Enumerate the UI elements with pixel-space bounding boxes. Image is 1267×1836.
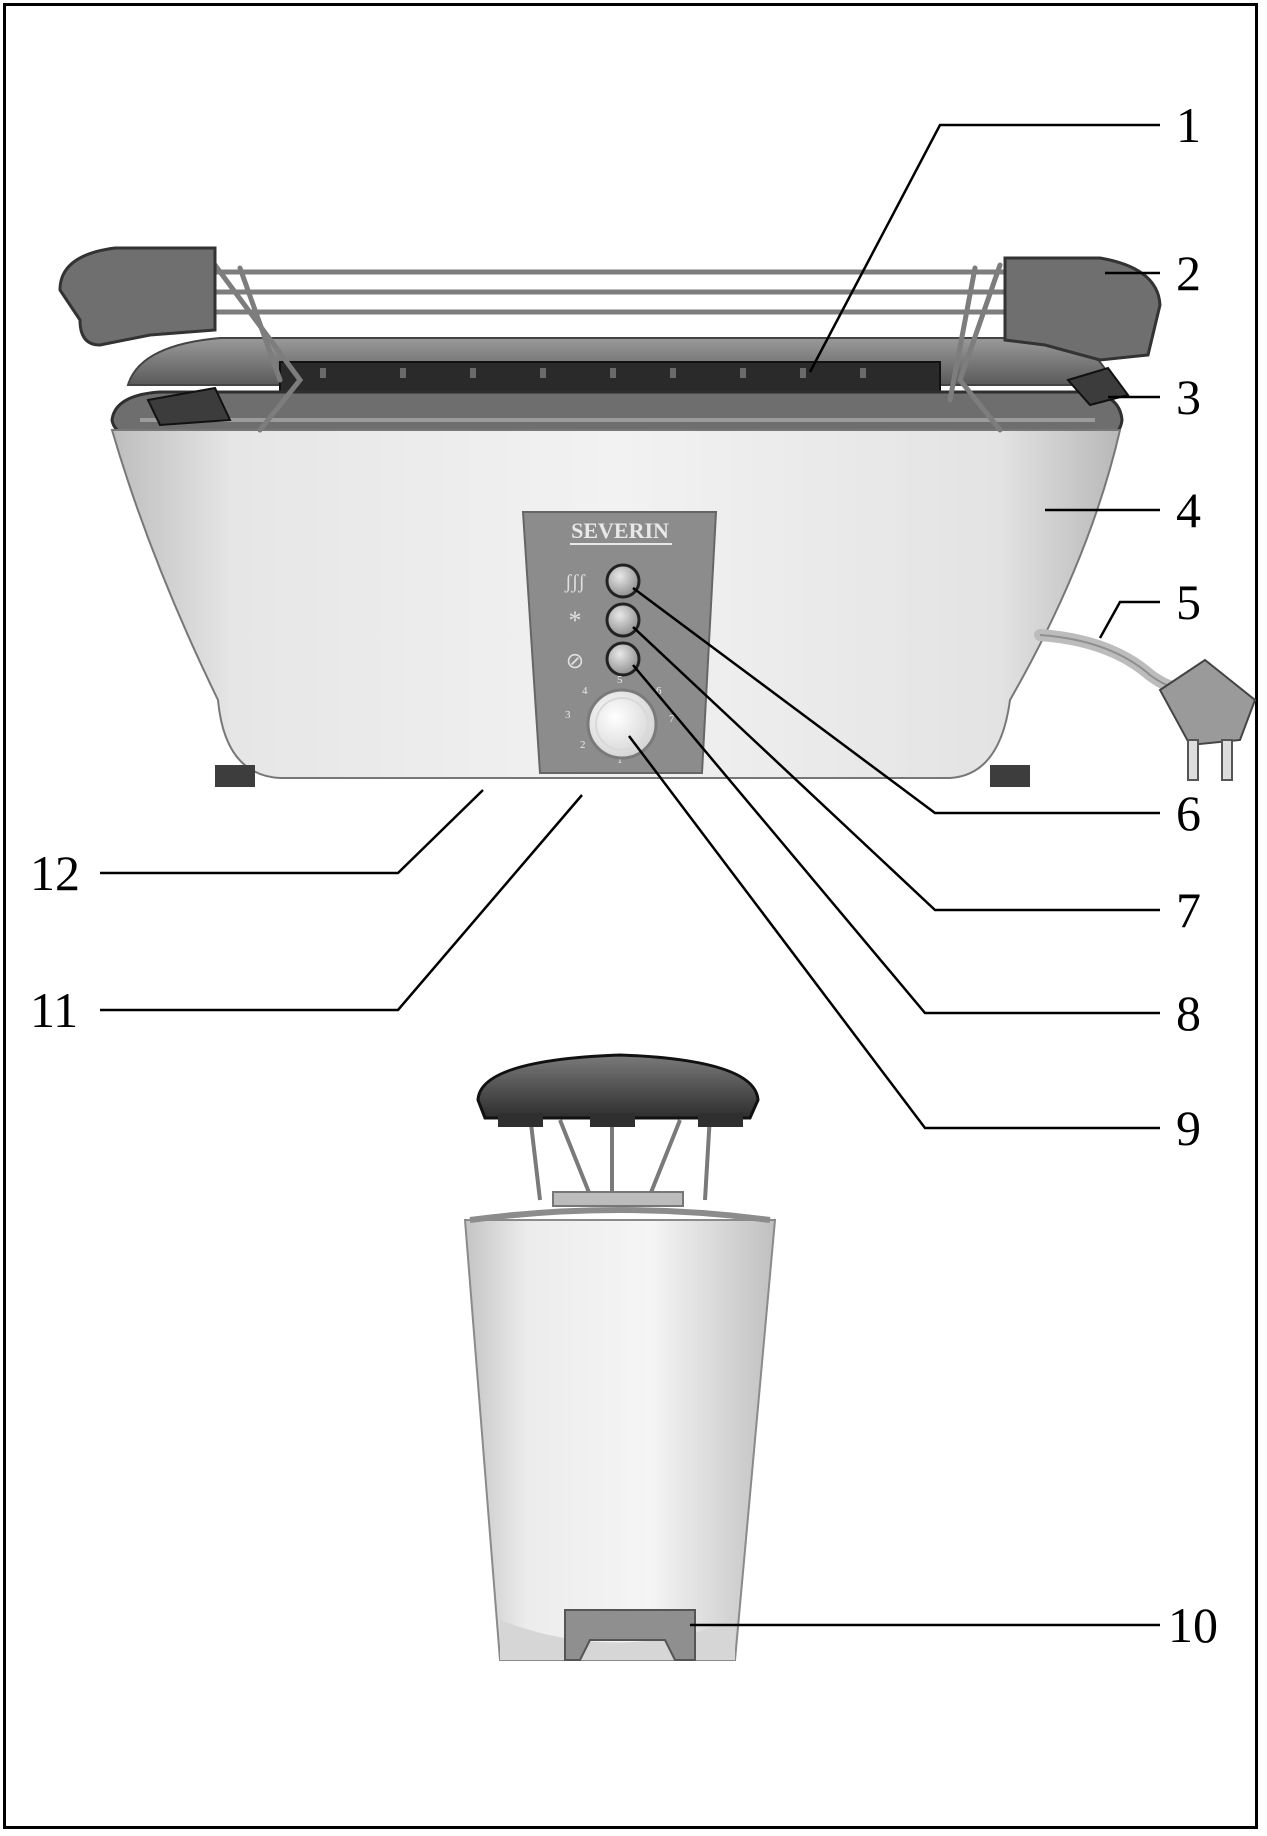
callout-10: 10 — [1168, 1597, 1218, 1653]
callout-2: 2 — [1176, 245, 1201, 301]
leader-line-5 — [1098, 600, 1160, 639]
leader-line-6 — [632, 586, 1160, 815]
leader-line-11 — [100, 794, 583, 1012]
crumb-tray-handle — [564, 1609, 696, 1661]
leader-line-1 — [808, 123, 1160, 373]
callout-4: 4 — [1176, 482, 1201, 538]
callout-8: 8 — [1176, 985, 1201, 1041]
leader-line-7 — [632, 626, 1160, 912]
callout-11: 11 — [30, 982, 79, 1038]
dial-number-6: 6 — [656, 685, 662, 697]
stop-symbol: ⊘ — [566, 648, 584, 673]
callout-5: 5 — [1176, 574, 1201, 630]
reheat-button — [605, 563, 641, 599]
leader-line-12 — [100, 789, 484, 875]
dial-number-2: 2 — [580, 739, 586, 751]
side-rack-handle — [476, 1053, 760, 1120]
defrost-button — [605, 602, 641, 638]
leader-line-8 — [632, 664, 1160, 1015]
dial-number-4: 4 — [582, 685, 588, 697]
browning-dial — [586, 688, 658, 760]
leader-line-9 — [628, 735, 1160, 1130]
callout-6: 6 — [1176, 785, 1201, 841]
side-housing — [463, 1219, 777, 1661]
reheat-symbol: ʃʃʃ — [564, 571, 585, 593]
callout-9: 9 — [1176, 1100, 1201, 1156]
mains-plug — [1158, 658, 1257, 781]
rack-handle-left — [58, 246, 217, 347]
dial-number-1: 1 — [617, 754, 623, 766]
dial-number-3: 3 — [565, 709, 571, 721]
callout-1: 1 — [1176, 97, 1201, 153]
brand-logo: SEVERIN — [571, 518, 669, 543]
rack-handle-right — [1003, 256, 1162, 362]
callout-7: 7 — [1176, 882, 1201, 938]
bun-warmer-rack — [177, 262, 1033, 433]
toaster-side-view — [463, 1053, 777, 1661]
side-rack-legs — [528, 1114, 712, 1201]
defrost-symbol: * — [569, 606, 582, 635]
leader-lines — [100, 123, 1160, 1627]
callout-3: 3 — [1176, 369, 1201, 425]
stop-button — [605, 641, 641, 677]
toaster: SEVERIN ʃʃʃ * ⊘ 1 2 3 4 5 6 7 — [58, 246, 1257, 787]
callout-12: 12 — [30, 845, 80, 901]
dial-number-7: 7 — [669, 713, 675, 725]
dial-number-5: 5 — [617, 674, 623, 686]
power-cord — [1034, 629, 1191, 695]
